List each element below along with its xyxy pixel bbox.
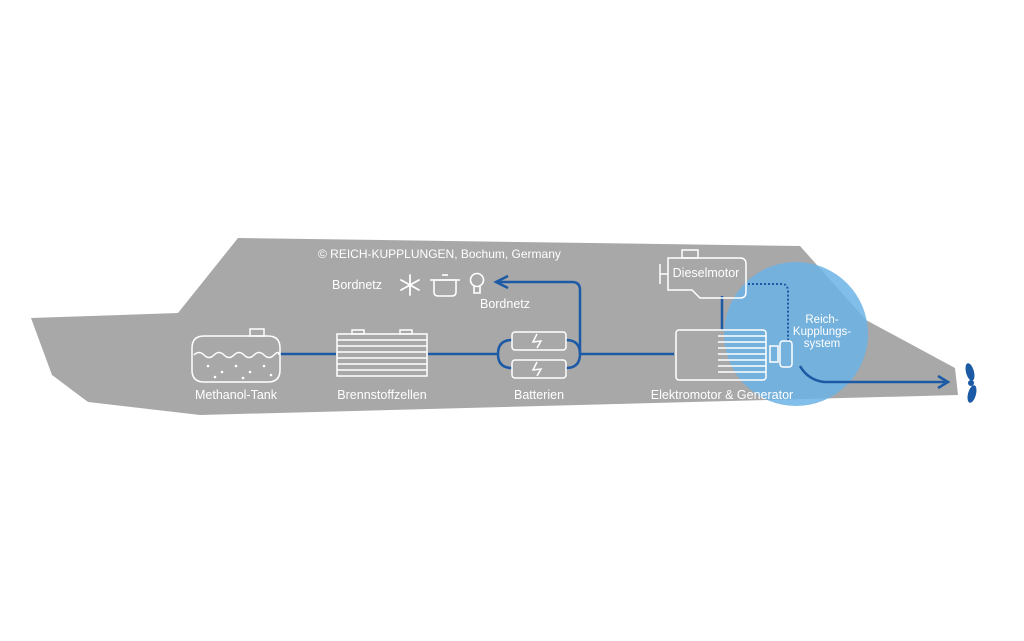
cooking-pot-icon — [430, 274, 460, 297]
coupling-label-line3: system — [803, 338, 841, 351]
coupling-label-line1: Reich- — [805, 314, 839, 326]
onboard-grid-label-left: Bordnetz — [332, 278, 383, 292]
snowflake-icon — [400, 274, 420, 296]
methanol-tank-icon — [191, 328, 281, 383]
coupling-icon — [779, 340, 793, 368]
batteries-label: Batterien — [513, 388, 565, 402]
propeller-icon — [965, 363, 977, 403]
copyright-text: © REICH-KUPPLUNGEN, Bochum, Germany — [318, 247, 561, 261]
diesel-engine-label: Dieselmotor — [672, 266, 740, 280]
ship-hull — [31, 238, 958, 415]
electric-motor-generator-icon — [675, 329, 779, 381]
power-flow-lines — [280, 274, 951, 390]
coupling-highlight — [724, 262, 868, 406]
methanol-tank-bubbles — [206, 364, 273, 380]
diesel-engine-icon — [659, 249, 747, 299]
fuel-cells-label: Brennstoffzellen — [337, 388, 427, 402]
battery-icon — [511, 331, 567, 379]
coupling-system-label: Reich- Kupplungs- system — [793, 314, 851, 350]
fuel-cells-icon — [336, 329, 428, 377]
onboard-grid-label: Bordnetz — [479, 297, 531, 311]
methanol-tank-label: Methanol-Tank — [195, 388, 277, 402]
motor-generator-label: Elektromotor & Generator — [650, 388, 794, 402]
diesel-coupling-link — [748, 283, 789, 342]
coupling-label-line2: Kupplungs- — [792, 326, 852, 339]
light-bulb-icon — [469, 272, 485, 294]
